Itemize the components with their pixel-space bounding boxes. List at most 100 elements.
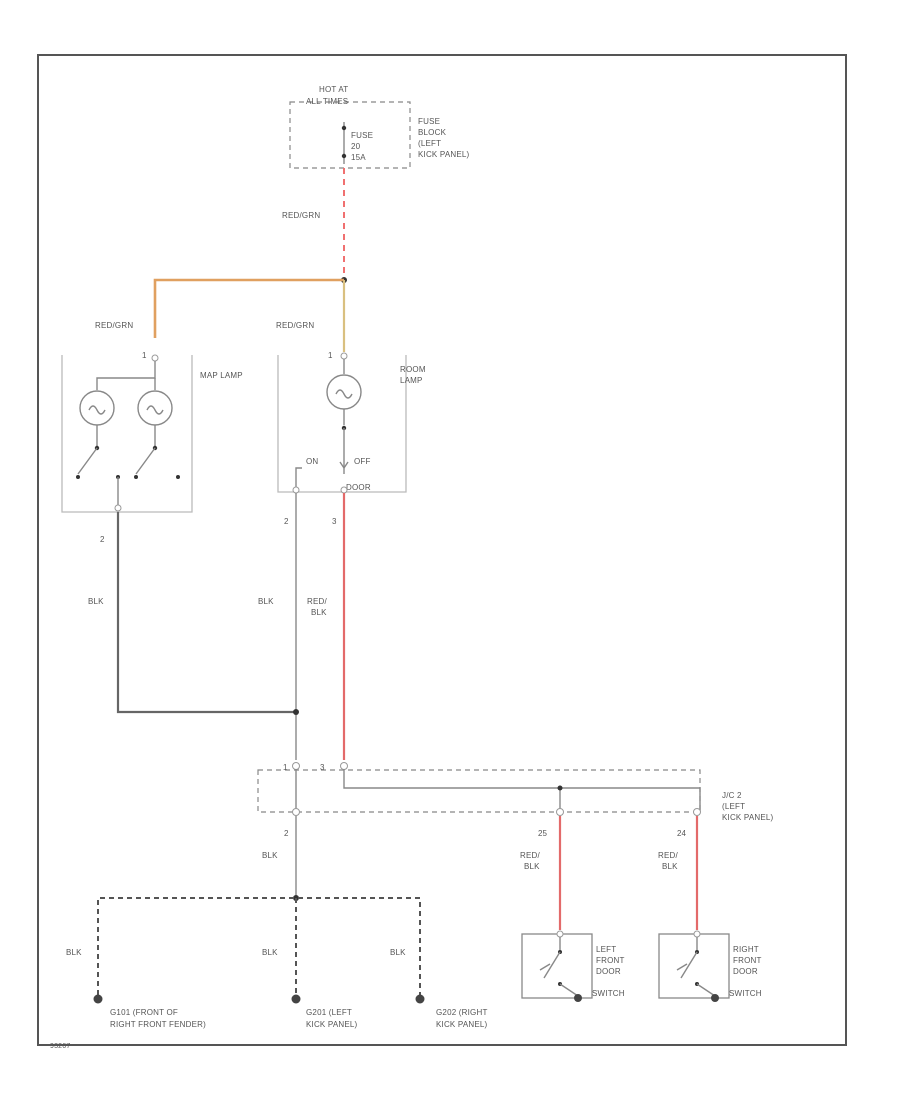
- ground-g202-wire-label: BLK: [390, 948, 406, 957]
- left-door-switch-name-3: DOOR: [596, 967, 621, 976]
- ground-g201-wire-label: BLK: [262, 948, 278, 957]
- map-lamp-connector-in: [151, 354, 159, 362]
- bulb-filament-left: [88, 405, 106, 415]
- map-switch-right-contact-a: [134, 475, 138, 479]
- map-lamp-ground-wire: [116, 512, 296, 714]
- map-lamp: 1 MAP LAMP 2: [61, 351, 243, 544]
- right-door-switch-name-2: FRONT: [733, 956, 762, 965]
- room-lamp-pin-in: 1: [328, 351, 333, 360]
- room-lamp-name-2: LAMP: [400, 376, 423, 385]
- left-front-door-switch: LEFT FRONT DOOR SWITCH: [521, 930, 625, 1002]
- bulb-filament-right: [146, 405, 164, 415]
- right-door-switch-actuator: [676, 963, 688, 971]
- junction-pin-a-label: 1: [283, 763, 288, 772]
- ground-g202-point: [415, 994, 425, 1004]
- room-bulb-filament: [335, 389, 353, 399]
- junction-name-1: J/C 2: [722, 791, 742, 800]
- right-door-switch-wire-label-2: BLK: [662, 862, 678, 871]
- ground-g201-label-1: G201 (LEFT: [306, 1008, 352, 1017]
- junction-pin-e-label: 24: [677, 829, 686, 838]
- right-door-switch-body: [658, 933, 730, 999]
- map-lamp-housing: [61, 355, 193, 513]
- map-lamp-pin-in: 1: [142, 351, 147, 360]
- map-switch-right-contact-b: [176, 475, 180, 479]
- fuse-terminal-top: [341, 125, 347, 131]
- map-lamp-internal-feed: [96, 361, 156, 390]
- left-door-switch-body: [521, 933, 593, 999]
- map-lamp-feed-wire: [153, 278, 344, 338]
- left-door-switch-ground: [574, 994, 582, 1002]
- diagram-code: 93267: [50, 1043, 70, 1050]
- hot-at-label: HOT AT: [319, 85, 348, 94]
- fuse-label: FUSE: [351, 131, 373, 140]
- map-lamp-name: MAP LAMP: [200, 371, 243, 380]
- map-lamp-ground-label: BLK: [88, 597, 104, 606]
- left-door-switch-ground-lead: [559, 983, 579, 997]
- room-lamp-connector-in: [340, 352, 348, 360]
- ground-splice: [293, 709, 299, 715]
- map-lamp-bulb-left: [79, 390, 115, 426]
- left-door-switch-wire-label-1: RED/: [520, 851, 540, 860]
- map-lamp-connector-out: [114, 504, 122, 512]
- junction-bus-door: [343, 769, 701, 812]
- junction-pin-e: [693, 808, 701, 816]
- fuse-block-location-2: BLOCK: [418, 128, 447, 137]
- fuse-block-location-4: KICK PANEL): [418, 150, 470, 159]
- fuse-block-location-1: FUSE: [418, 117, 440, 126]
- junction-pin-d: [556, 808, 564, 816]
- junction-pin-b: [292, 808, 300, 816]
- room-switch-on-label: ON: [306, 457, 318, 466]
- junction-pin-c: [340, 762, 348, 770]
- junction-bus-splice: [557, 785, 563, 791]
- left-door-switch-actuator: [539, 963, 551, 971]
- room-lamp-door-label-2: BLK: [311, 608, 327, 617]
- room-switch-door-label: DOOR: [346, 483, 371, 492]
- map-switch-left-blade: [77, 447, 98, 475]
- right-door-switch-wire-label-1: RED/: [658, 851, 678, 860]
- ground-g201-label-2: KICK PANEL): [306, 1020, 358, 1029]
- ground-g101-point: [93, 994, 103, 1004]
- ground-g201-point: [291, 994, 301, 1004]
- hot-when-label: ALL TIMES: [306, 97, 348, 106]
- right-front-door-switch: RIGHT FRONT DOOR SWITCH: [658, 930, 762, 1002]
- right-door-switch-ground-lead: [696, 983, 716, 997]
- junction-pin-b-label: 2: [284, 829, 289, 838]
- fuse-block-location-3: (LEFT: [418, 139, 441, 148]
- junction-pin-d-label: 25: [538, 829, 547, 838]
- map-switch-right-blade: [135, 447, 156, 475]
- fuse-block-outline: [289, 101, 411, 169]
- room-lamp: 1 ROOM LAMP ON OFF DOOR 2 3: [277, 351, 426, 526]
- junction-pin-c-label: 3: [320, 763, 325, 772]
- fuse-terminal-bottom: [341, 153, 347, 159]
- right-door-switch-name-4: SWITCH: [729, 989, 762, 998]
- room-lamp-connector-gnd: [292, 486, 300, 494]
- right-door-switch-ground: [711, 994, 719, 1002]
- ground-g101-label-1: G101 (FRONT OF: [110, 1008, 178, 1017]
- room-lamp-bulb: [326, 374, 362, 410]
- left-door-switch-name-4: SWITCH: [592, 989, 625, 998]
- left-door-switch-name-2: FRONT: [596, 956, 625, 965]
- fuse-number: 20: [351, 142, 361, 151]
- fuse-block: HOT AT ALL TIMES FUSE 20 15A FUSE BLOCK …: [289, 85, 470, 169]
- right-door-switch-connector: [693, 930, 701, 938]
- map-lamp-feed-label: RED/GRN: [95, 321, 133, 330]
- room-lamp-door-label-1: RED/: [307, 597, 327, 606]
- ground-g202-label-2: KICK PANEL): [436, 1020, 488, 1029]
- junction-pin-a: [292, 762, 300, 770]
- room-lamp-name-1: ROOM: [400, 365, 426, 374]
- left-door-switch-name-1: LEFT: [596, 945, 616, 954]
- map-switch-left-contact-a: [76, 475, 80, 479]
- diagram-frame: [37, 54, 847, 1046]
- junction-output-label: BLK: [262, 851, 278, 860]
- main-feed-wire-label: RED/GRN: [282, 211, 320, 220]
- right-door-switch-name-3: DOOR: [733, 967, 758, 976]
- junction-name-3: KICK PANEL): [722, 813, 774, 822]
- fuse-amperage: 15A: [351, 153, 366, 162]
- right-door-switch-name-1: RIGHT: [733, 945, 759, 954]
- junction-outline: [257, 769, 701, 813]
- junction-name-2: (LEFT: [722, 802, 745, 811]
- junction-connector: 1 3 J/C 2 (LEFT KICK PANEL) 2 25 24: [257, 762, 774, 838]
- ground-g202-label-1: G202 (RIGHT: [436, 1008, 488, 1017]
- room-switch-off-label: OFF: [354, 457, 371, 466]
- room-lamp-feed-label: RED/GRN: [276, 321, 314, 330]
